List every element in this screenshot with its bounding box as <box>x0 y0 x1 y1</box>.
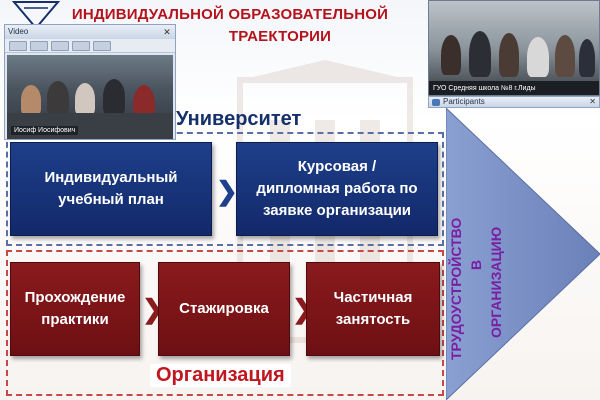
layout-icon[interactable] <box>30 41 48 51</box>
part-time-employment-box: Частичная занятость <box>306 262 440 356</box>
university-logo-icon <box>11 1 61 30</box>
coursework-box: Курсовая / дипломная работа по заявке ор… <box>236 142 438 236</box>
box-text-line: заявке организации <box>262 202 412 219</box>
arrow-text-line: ТРУДОУСТРОЙСТВО <box>448 217 464 360</box>
organization-label: Организация <box>150 364 291 387</box>
participants-panel-header[interactable]: Participants ✕ <box>428 96 600 108</box>
organization-frame <box>6 250 444 396</box>
remote-video-feed <box>429 1 599 81</box>
box-text-line: Курсовая / <box>297 158 377 175</box>
slide-title: ИНДИВИДУАЛЬНОЙ ОБРАЗОВАТЕЛЬНОЙ ТРАЕКТОРИ… <box>60 4 400 48</box>
box-text-line: Стажировка <box>179 300 269 317</box>
box-text-line: учебный план <box>58 191 164 208</box>
video-window-titlebar[interactable]: Video ✕ <box>5 25 175 39</box>
arrow-text-line: ОРГАНИЗАЦИЮ <box>488 226 504 338</box>
remote-video-panel[interactable]: ГУО Средняя школа №8 г.Лиды <box>428 0 600 96</box>
pin-icon[interactable] <box>93 41 111 51</box>
box-text-line: Индивидуальный <box>44 169 178 186</box>
title-line-1: ИНДИВИДУАЛЬНОЙ ОБРАЗОВАТЕЛЬНОЙ <box>71 6 389 23</box>
university-frame <box>6 132 444 246</box>
close-icon[interactable]: ✕ <box>163 27 171 37</box>
box-text-line: Прохождение <box>24 289 126 306</box>
arrow-text-line: В <box>468 259 484 270</box>
box-text-line: Частичная <box>333 289 413 306</box>
close-icon[interactable]: ✕ <box>589 97 596 106</box>
chevron-right-icon: ❯ <box>216 176 238 206</box>
video-window-title: Video <box>8 27 29 36</box>
university-frame-top <box>6 132 444 134</box>
remote-video-caption: ГУО Средняя школа №8 г.Лиды <box>433 85 536 92</box>
speaker-name-tag: Иосиф Иосифович <box>11 126 79 135</box>
box-text-line: дипломная работа по <box>256 180 418 197</box>
title-line-2: ТРАЕКТОРИИ <box>228 28 332 45</box>
traineeship-box: Стажировка <box>158 262 290 356</box>
box-text-line: занятость <box>335 311 411 328</box>
settings-icon[interactable] <box>72 41 90 51</box>
box-text-line: практики <box>41 311 109 328</box>
participants-icon <box>432 99 440 106</box>
video-window[interactable]: Video ✕ Иосиф Иосифович <box>4 24 176 140</box>
camera-icon[interactable] <box>9 41 27 51</box>
fullscreen-icon[interactable] <box>51 41 69 51</box>
local-video-feed: Иосиф Иосифович <box>7 55 173 139</box>
university-label: Университет <box>176 108 302 130</box>
employment-arrow-icon <box>446 108 600 400</box>
participants-title: Participants <box>443 97 485 106</box>
employment-arrow-text: ТРУДОУСТРОЙСТВО В ОРГАНИЗАЦИЮ <box>444 110 524 400</box>
video-toolbar <box>5 39 175 53</box>
internship-practice-box: Прохождение практики <box>10 262 140 356</box>
individual-plan-box: Индивидуальный учебный план <box>10 142 212 236</box>
